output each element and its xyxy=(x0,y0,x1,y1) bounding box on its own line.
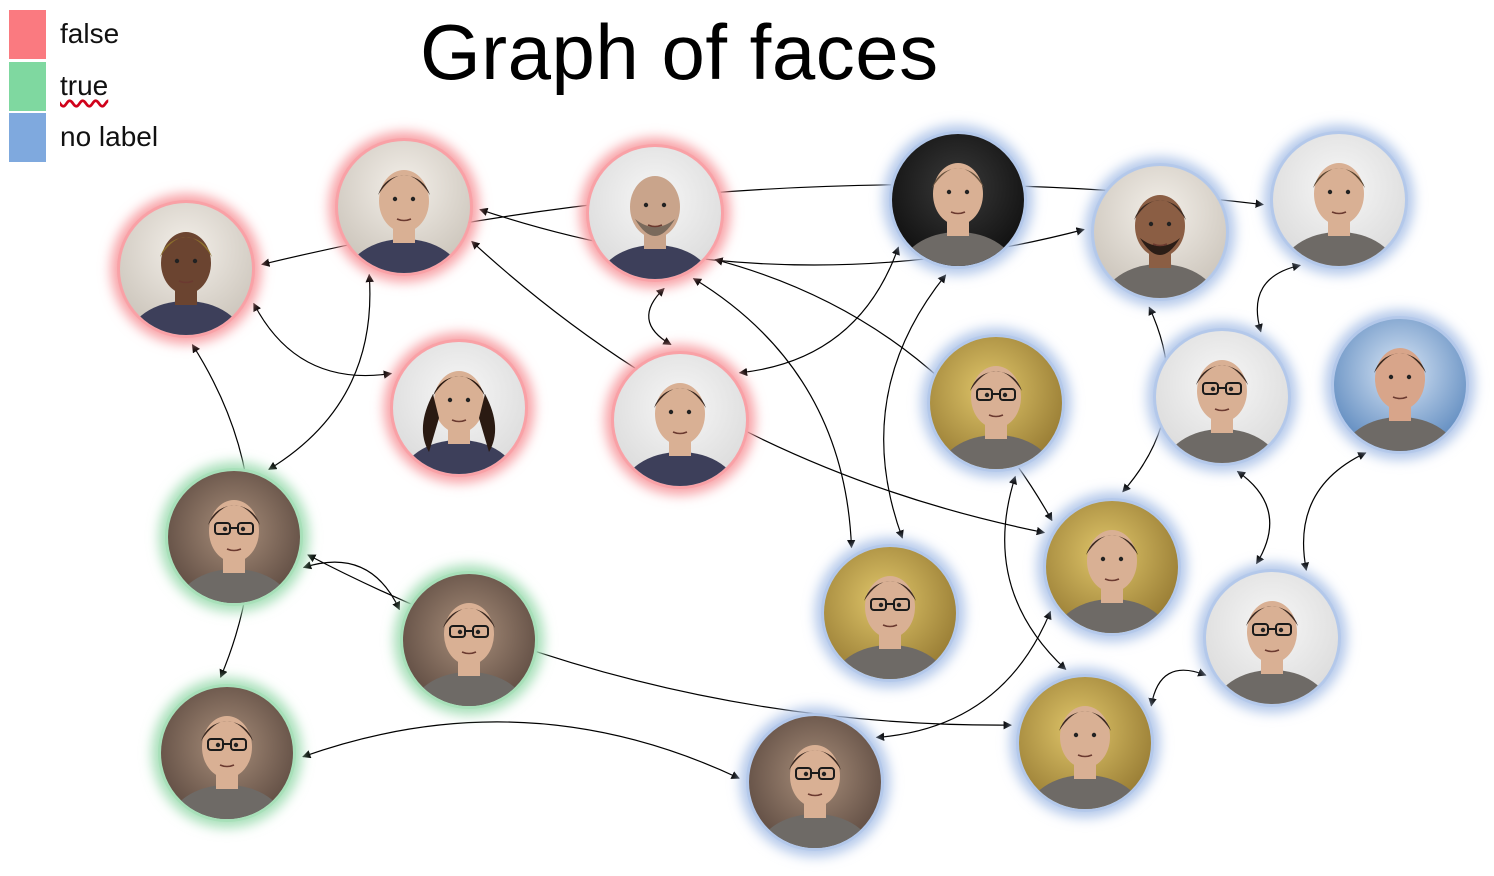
edge-n5-n10 xyxy=(1236,470,1271,565)
edge-n3-n5 xyxy=(1254,262,1302,333)
face-node-f3 xyxy=(580,138,730,288)
bald-bearded-man-portrait xyxy=(589,147,721,279)
face-node-t3 xyxy=(152,678,302,828)
edge-t1-t2 xyxy=(302,561,401,611)
edge-f3-f5 xyxy=(648,287,672,346)
man-glasses-webcam-portrait xyxy=(930,337,1062,469)
legend-swatch-nolabel xyxy=(9,113,46,162)
edge-n8-n9 xyxy=(875,610,1052,742)
woman-headwrap-portrait xyxy=(120,203,252,335)
man-dark-background-portrait xyxy=(892,134,1024,266)
face-node-t1 xyxy=(159,462,309,612)
legend-swatch-false xyxy=(9,10,46,59)
edge-t3-n9 xyxy=(302,721,740,779)
man-webcam-portrait xyxy=(1019,677,1151,809)
face-node-f1 xyxy=(111,194,261,344)
man-glasses-portrait xyxy=(168,471,300,603)
edge-n10-n11 xyxy=(1148,668,1207,707)
edge-n6-n10 xyxy=(1300,452,1367,572)
legend-label-true: true xyxy=(60,70,109,101)
edge-f3-n7 xyxy=(692,278,856,549)
man-tie-portrait xyxy=(1334,319,1466,451)
edge-f2-t1 xyxy=(268,273,374,470)
face-node-n3 xyxy=(1264,125,1414,275)
face-node-n11 xyxy=(1010,668,1160,818)
diagram-title: Graph of faces xyxy=(420,8,939,96)
man-glasses-webcam-portrait xyxy=(824,547,956,679)
face-node-f4 xyxy=(384,333,534,483)
edge-n1-f5 xyxy=(738,246,900,377)
face-node-t2 xyxy=(394,565,544,715)
woman-curly-hair-portrait xyxy=(393,342,525,474)
nodes-layer xyxy=(111,125,1475,857)
man-glasses-webcam-portrait xyxy=(749,716,881,848)
legend-label-nolabel: no label xyxy=(60,121,159,152)
man-glasses-webcam-portrait xyxy=(1206,572,1338,704)
face-node-f2 xyxy=(329,132,479,282)
man-glasses-bookshelf-portrait xyxy=(403,574,535,706)
man-glasses-bookshelf-portrait xyxy=(161,687,293,819)
man-glasses-shirt-portrait xyxy=(1156,331,1288,463)
face-node-n5 xyxy=(1147,322,1297,472)
swimmer-portrait xyxy=(1273,134,1405,266)
man-webcam-portrait xyxy=(1046,501,1178,633)
legend-label-false: false xyxy=(60,18,120,49)
face-node-n8 xyxy=(1037,492,1187,642)
bearded-man-portrait xyxy=(1094,166,1226,298)
face-node-n2 xyxy=(1085,157,1235,307)
face-node-n4 xyxy=(921,328,1071,478)
face-node-f5 xyxy=(605,345,755,495)
face-node-n9 xyxy=(740,707,890,857)
legend-swatch-true xyxy=(9,62,46,111)
edge-f1-f4 xyxy=(253,302,393,379)
face-node-n1 xyxy=(883,125,1033,275)
young-man-portrait xyxy=(338,141,470,273)
man-in-suit-portrait xyxy=(614,354,746,486)
face-node-n10 xyxy=(1197,563,1347,713)
edge-n1-n7 xyxy=(883,274,947,539)
face-node-n7 xyxy=(815,538,965,688)
face-node-n6 xyxy=(1325,310,1475,460)
